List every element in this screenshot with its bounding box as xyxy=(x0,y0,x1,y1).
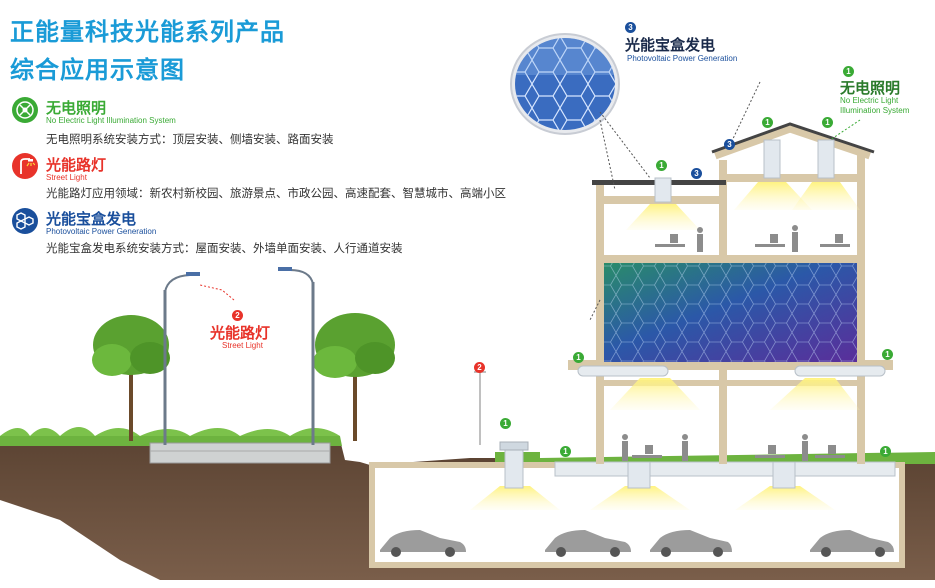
marker-light-side-1: 1 xyxy=(573,352,584,363)
legend-title-no-electric: 无电照明 xyxy=(46,100,107,117)
people-silhouettes xyxy=(622,225,850,461)
page-title-line2: 综合应用示意图 xyxy=(10,57,185,84)
legend-desc-pv: 光能宝盒发电系统安装方式：屋面安装、外墙单面安装、人行通道安装 xyxy=(46,243,403,255)
soil-left xyxy=(0,440,370,580)
marker-pv-roof-2: 3 xyxy=(724,139,735,150)
marker-street-light: 2 xyxy=(232,310,243,321)
callout-title-street-light: 光能路灯 xyxy=(210,325,271,342)
legend-title-street-light: 光能路灯 xyxy=(46,157,107,174)
marker-light-ground-3: 1 xyxy=(880,446,891,457)
sun-flower-icon xyxy=(12,97,38,123)
marker-no-electric: 1 xyxy=(843,66,854,77)
legend-desc-no-electric: 无电照明系统安装方式：顶层安装、侧墙安装、路面安装 xyxy=(46,134,334,146)
tree-right xyxy=(313,313,395,441)
tree-left xyxy=(92,315,170,441)
legend-desc-street-light: 光能路灯应用领域：新农村新校园、旅游景点、市政公园、高速配套、智慧城市、高端小区 xyxy=(46,188,506,200)
callout-subtitle-no-electric-2: Illumination System xyxy=(840,106,910,115)
marker-street-light-small: 2 xyxy=(474,362,485,373)
callout-subtitle-no-electric-1: No Electric Light xyxy=(840,96,899,105)
street-lamp-right xyxy=(278,267,315,445)
pv-hexagon-callout-graphic xyxy=(510,33,620,135)
legend-subtitle-pv: Photovoltaic Power Generation xyxy=(46,227,157,236)
marker-light-ground-1: 1 xyxy=(500,418,511,429)
callout-subtitle-pv: Photovoltaic Power Generation xyxy=(627,54,738,63)
street-lamp-icon xyxy=(12,153,38,179)
legend-subtitle-street-light: Street Light xyxy=(46,173,87,182)
marker-pv: 3 xyxy=(625,22,636,33)
marker-light-ground-2: 1 xyxy=(560,446,571,457)
parked-cars xyxy=(380,530,894,552)
legend-subtitle-no-electric: No Electric Light Illumination System xyxy=(46,116,176,125)
hexagon-cluster-icon xyxy=(12,208,38,234)
marker-pv-roof: 3 xyxy=(691,168,702,179)
legend-title-pv: 光能宝盒发电 xyxy=(46,211,137,228)
marker-light-side-2: 1 xyxy=(882,349,893,360)
callout-title-pv: 光能宝盒发电 xyxy=(625,37,716,54)
marker-light-roof-1: 1 xyxy=(762,117,773,128)
page-title-line1: 正能量科技光能系列产品 xyxy=(10,19,285,46)
marker-light-roof-3: 1 xyxy=(656,160,667,171)
street-lamp-left xyxy=(163,272,200,445)
callout-title-no-electric: 无电照明 xyxy=(840,80,901,97)
marker-light-roof-2: 1 xyxy=(822,117,833,128)
callout-subtitle-street-light: Street Light xyxy=(222,341,263,350)
